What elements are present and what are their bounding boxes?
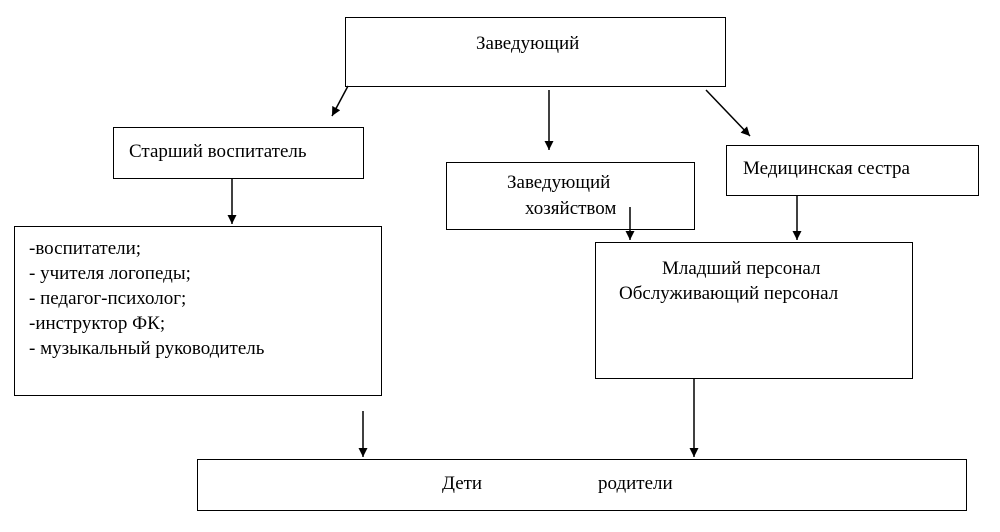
arrow-head-to-senior-teacher (331, 85, 349, 117)
teaching-staff-item: - педагог-психолог; (29, 288, 187, 309)
teaching-staff-box: -воспитатели; - учителя логопеды; - педа… (14, 226, 382, 396)
senior-teacher-label: Старший воспитатель (129, 141, 307, 162)
arrow-head-to-nurse (705, 89, 751, 137)
teaching-staff-list: -воспитатели; - учителя логопеды; - педа… (29, 237, 264, 362)
nurse-label: Медицинская сестра (743, 158, 910, 179)
teaching-staff-item: -воспитатели; (29, 238, 142, 259)
teaching-staff-item: - учителя логопеды; (29, 263, 191, 284)
nurse-box: Медицинская сестра (726, 145, 979, 196)
teaching-staff-item: - музыкальный руководитель (29, 338, 265, 359)
teaching-staff-item: -инструктор ФК; (29, 313, 166, 334)
supply-manager-line-2: хозяйством (525, 198, 617, 219)
supply-manager-line-1: Заведующий (507, 172, 611, 193)
parents-label: родители (598, 473, 673, 494)
senior-teacher-box: Старший воспитатель (113, 127, 364, 179)
junior-staff-line-1: Младший персонал (662, 258, 821, 279)
junior-staff-box: Младший персонал Обслуживающий персонал (595, 242, 913, 379)
children-parents-box: Дети родители (197, 459, 967, 511)
junior-staff-line-2: Обслуживающий персонал (619, 283, 839, 304)
supply-manager-box: Заведующий хозяйством (446, 162, 695, 230)
head-label: Заведующий (476, 33, 580, 54)
children-label: Дети (442, 473, 483, 494)
head-box: Заведующий (345, 17, 726, 87)
